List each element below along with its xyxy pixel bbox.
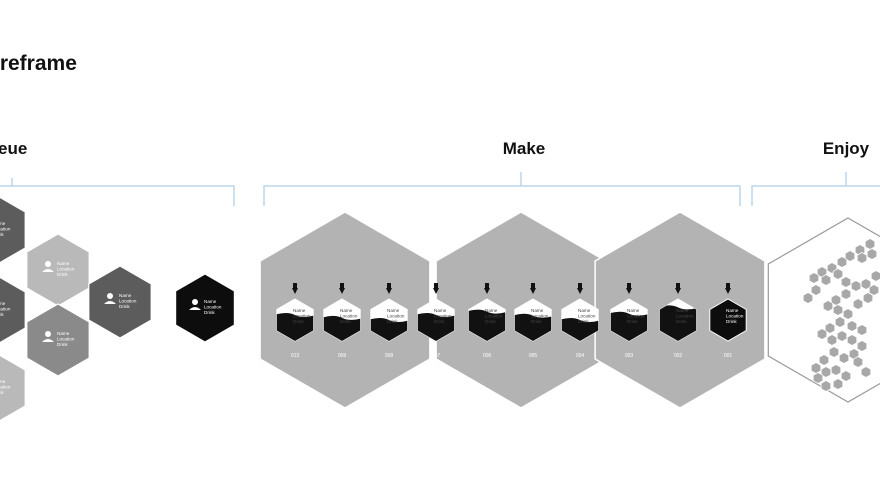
slot-label: Location <box>293 314 311 319</box>
slot-label: Location <box>676 314 694 319</box>
slot-number: 006 <box>483 353 492 359</box>
profile-text: Drink <box>57 272 68 277</box>
slot-label: Location <box>531 314 549 319</box>
slot-label: Drink <box>434 319 445 324</box>
page-title: ireframe <box>0 52 77 75</box>
slot-label: Drink <box>531 319 542 324</box>
slot-label: Name <box>293 308 306 313</box>
slot-label: Name <box>340 308 353 313</box>
section-label-enjoy: Enjoy <box>823 139 870 158</box>
slot-number: 008 <box>385 353 394 359</box>
slot-number: 007 <box>432 353 441 359</box>
slot-number: 004 <box>576 353 585 359</box>
slot-number: 003 <box>625 353 634 359</box>
slot-label: Location <box>434 314 452 319</box>
slot-label: Drink <box>726 319 737 324</box>
slot-label: Location <box>578 314 596 319</box>
slot-number: 013 <box>291 353 300 359</box>
slot-label: Location <box>387 314 405 319</box>
slot-label: Name <box>726 308 739 313</box>
profile-text: Drink <box>204 310 215 315</box>
slot-label: Name <box>485 308 498 313</box>
profile-text: Location <box>0 227 11 232</box>
bracket-make <box>264 172 740 206</box>
section-label-make: Make <box>503 139 546 158</box>
bracket-enjoy <box>752 172 880 206</box>
slot-label: Location <box>485 314 503 319</box>
profile-text: Location <box>204 305 222 310</box>
slot-label: Drink <box>387 319 398 324</box>
slot-label: Location <box>627 314 645 319</box>
bracket-queue <box>0 178 234 206</box>
slot-label: Name <box>627 308 640 313</box>
slot-label: Drink <box>627 319 638 324</box>
slot-number: 005 <box>529 353 538 359</box>
slot-label: Drink <box>676 319 687 324</box>
profile-text: Location <box>57 337 75 342</box>
slot-number: 009 <box>338 353 347 359</box>
slot-label: Name <box>676 308 689 313</box>
section-label-queue: eue <box>0 139 27 158</box>
slot-number: 001 <box>724 353 733 359</box>
slot-label: Drink <box>293 319 304 324</box>
profile-text: Drink <box>119 304 130 309</box>
profile-text: Location <box>0 307 11 312</box>
slot-label: Location <box>340 314 358 319</box>
profile-text: Drink <box>57 342 68 347</box>
profile-text: Location <box>0 385 11 390</box>
slot-label: Drink <box>340 319 351 324</box>
slot-label: Name <box>531 308 544 313</box>
make-section: NameLocationDrink013NameLocationDrink009… <box>260 212 765 408</box>
slot-number: 002 <box>674 353 683 359</box>
profile-text: Name <box>57 331 70 336</box>
slot-label: Name <box>434 308 447 313</box>
profile-text: Name <box>0 301 6 306</box>
slot-label: Name <box>578 308 591 313</box>
slot-label: Name <box>387 308 400 313</box>
profile-text: Name <box>119 293 132 298</box>
profile-text: Name <box>57 261 70 266</box>
profile-text: Location <box>119 299 137 304</box>
queue-honeycomb: NameLocationDrinkNameLocationDrinkNameLo… <box>0 194 234 424</box>
profile-text: Name <box>0 221 6 226</box>
slot-label: Location <box>726 314 744 319</box>
profile-text: Location <box>57 267 75 272</box>
enjoy-section <box>768 218 880 402</box>
slot-label: Drink <box>578 319 589 324</box>
slot-label: Drink <box>485 319 496 324</box>
profile-text: Name <box>204 299 217 304</box>
profile-text: Name <box>0 379 6 384</box>
